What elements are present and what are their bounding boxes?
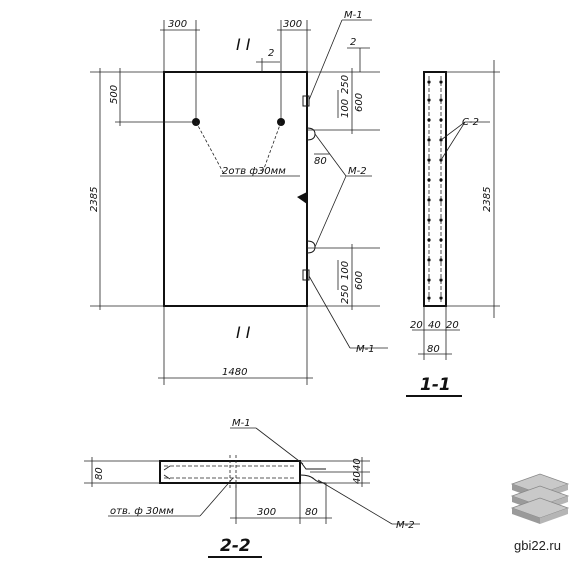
dim-top-left: 300	[168, 19, 187, 30]
dim-top-right: 300	[283, 19, 302, 30]
dim-600-top: 600	[354, 93, 365, 112]
mark-m1-section: М-1	[232, 418, 251, 429]
section-2-title: 2-2	[220, 536, 251, 556]
dim-2-right: 2	[350, 37, 356, 48]
dim-width: 1480	[222, 367, 247, 378]
dim-100-top: 100	[340, 99, 351, 118]
dim-250-bot: 250	[340, 285, 351, 304]
dim-600-bot: 600	[354, 271, 365, 290]
front-view: 300 300 I I 2 500 2385 2отв ф30мм	[89, 10, 388, 385]
insert-m1-section	[299, 460, 326, 470]
dim-section2-80-bot: 80	[305, 507, 318, 518]
dim-section2-300: 300	[257, 507, 276, 518]
site-url[interactable]: gbi22.ru	[514, 538, 561, 553]
dim-40-top: 40	[352, 458, 363, 471]
mark-m2: М-2	[348, 166, 367, 177]
dim-section1-height: 2385	[482, 187, 493, 212]
dim-80: 80	[314, 156, 327, 167]
dim-100-bot: 100	[340, 261, 351, 280]
dim-section2-80-left: 80	[94, 467, 105, 480]
dim-height: 2385	[89, 187, 100, 212]
cut-marker-bottom: I I	[236, 323, 251, 342]
loop-m2-bottom	[306, 240, 316, 254]
dim-gap: 2	[268, 48, 274, 59]
section-2-2: 80 40 40 300 80 М-1 М-2 отв. ф 30мм 2-2	[84, 418, 420, 558]
insert-m1-bottom	[302, 269, 310, 281]
dim-20-left: 20	[410, 320, 423, 331]
dim-40: 40	[428, 320, 441, 331]
section-1-1: С-2 2385 20 40 20 80 1-1	[406, 60, 500, 397]
arrow-marker	[297, 192, 307, 204]
dim-250-top: 250	[340, 75, 351, 94]
holes-label-section: отв. ф 30мм	[110, 506, 174, 517]
section-1-title: 1-1	[420, 375, 451, 395]
dim-500: 500	[109, 85, 120, 104]
dim-section1-80: 80	[427, 344, 440, 355]
rebar-dots	[427, 80, 443, 300]
mark-c2: С-2	[462, 117, 479, 128]
mark-m2-section: М-2	[396, 520, 415, 531]
dim-40-bot: 40	[352, 471, 363, 484]
cut-marker-top: I I	[236, 35, 251, 54]
insert-m1-top	[302, 95, 310, 107]
dim-20-right: 20	[446, 320, 459, 331]
holes-label: 2отв ф30мм	[222, 166, 286, 177]
loop-m2-section	[299, 474, 327, 484]
stacked-slabs-logo	[510, 473, 570, 524]
section-1-outline	[423, 71, 447, 307]
mark-m1-bottom: М-1	[356, 344, 375, 355]
mark-m1-top: М-1	[344, 10, 363, 21]
panel-outline	[163, 71, 308, 307]
